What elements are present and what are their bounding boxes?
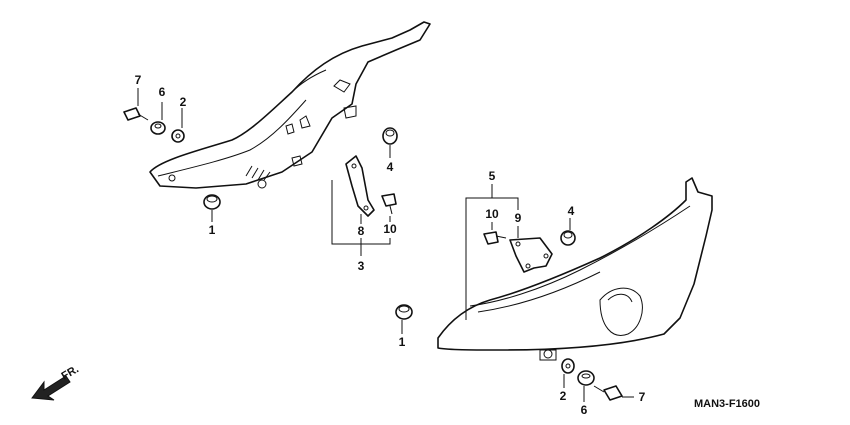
callout-left-7: 7 — [135, 73, 142, 87]
grommet-left[interactable] — [203, 194, 221, 210]
callout-right-2: 2 — [560, 389, 567, 403]
collar-right[interactable] — [577, 370, 595, 386]
callout-left-3: 3 — [358, 259, 365, 273]
bracket-left[interactable] — [345, 155, 375, 217]
screw-left[interactable] — [381, 193, 397, 215]
callout-left-8: 8 — [358, 224, 365, 238]
front-direction-arrow — [31, 375, 71, 401]
callout-right-5: 5 — [489, 169, 496, 183]
diagram-code: MAN3-F1600 — [694, 398, 760, 410]
screw-right[interactable] — [483, 231, 507, 245]
callout-right-7: 7 — [639, 390, 646, 404]
callout-right-6: 6 — [581, 403, 588, 417]
washer-right[interactable] — [561, 358, 575, 374]
bracket-right[interactable] — [509, 237, 553, 273]
grommet-4-right[interactable] — [560, 230, 576, 246]
callout-left-1: 1 — [209, 223, 216, 237]
callout-left-10: 10 — [383, 222, 397, 236]
washer-left[interactable] — [171, 129, 185, 143]
callout-right-1: 1 — [399, 335, 406, 349]
left-side-cover[interactable] — [149, 21, 431, 189]
grommet-right[interactable] — [395, 304, 413, 320]
bolt-left[interactable] — [123, 107, 149, 121]
direction-label: FR. — [60, 363, 81, 382]
callout-left-6: 6 — [159, 85, 166, 99]
grommet-4-left[interactable] — [382, 127, 398, 145]
callout-right-9: 9 — [515, 211, 522, 225]
callout-left-2: 2 — [180, 95, 187, 109]
callout-right-4: 4 — [568, 204, 575, 218]
callout-right-10: 10 — [485, 207, 499, 221]
callout-left-4: 4 — [387, 160, 394, 174]
bolt-right[interactable] — [593, 385, 623, 401]
right-side-cover[interactable] — [437, 177, 713, 361]
collar-left[interactable] — [150, 121, 166, 135]
